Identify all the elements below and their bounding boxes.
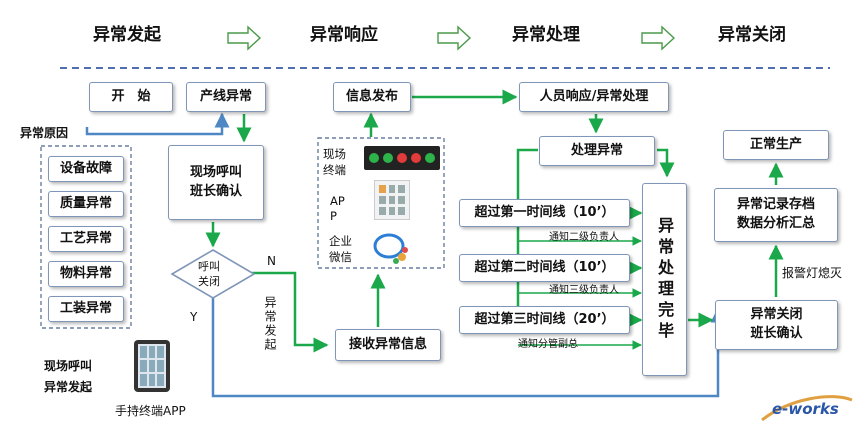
channels-group xyxy=(317,137,445,269)
branch-n-label: N xyxy=(267,254,276,268)
causes-group xyxy=(40,145,132,329)
onsite-call-raise-label: 现场呼叫 异常发起 xyxy=(44,359,93,394)
handheld-app-label: 手持终端APP xyxy=(115,404,186,418)
wecom-icon xyxy=(373,233,408,264)
notify-vp-label: 通知分管副总 xyxy=(518,339,578,350)
exception-raised-label: 异常发起 xyxy=(263,296,277,352)
cause-tooling-exception: 工装异常 xyxy=(48,296,124,322)
watermark-swoosh xyxy=(761,395,853,422)
phase-initiate: 异常发起 xyxy=(93,25,161,45)
phase-arrow-1 xyxy=(227,25,262,51)
notify-level2-label: 通知二级负责人 xyxy=(549,232,619,243)
phase-arrow-3 xyxy=(641,25,676,51)
staff-response-box: 人员响应/异常处理 xyxy=(519,82,669,112)
close-confirm-box: 异常关闭 班长确认 xyxy=(715,300,838,350)
handling-done-box: 异常处理完毕 xyxy=(642,183,687,376)
terminal-screen-icon xyxy=(364,146,440,170)
watermark-text: e-works xyxy=(772,400,839,418)
phase-respond: 异常响应 xyxy=(310,25,378,45)
cause-material-exception: 物料异常 xyxy=(48,261,124,287)
onsite-call-box: 现场呼叫 班长确认 xyxy=(168,145,264,220)
record-archive-box: 异常记录存档 数据分析汇总 xyxy=(714,188,838,242)
branch-y-label: Y xyxy=(190,310,198,324)
line-exception-box: 产线异常 xyxy=(186,82,266,112)
over-line-2-box: 超过第二时间线（10’） xyxy=(459,254,630,282)
app-screen-icon xyxy=(374,180,410,220)
over-line-3-box: 超过第三时间线（20’） xyxy=(459,306,630,334)
info-publish-box: 信息发布 xyxy=(333,82,411,112)
notify-level3-label: 通知三级负责人 xyxy=(549,285,619,296)
causes-title: 异常原因 xyxy=(20,126,69,140)
alarm-off-label: 报警灯熄灭 xyxy=(782,266,843,280)
phase-arrow-2 xyxy=(437,25,472,51)
over-line-1-box: 超过第一时间线（10’） xyxy=(459,199,630,227)
cause-equipment-fault: 设备故障 xyxy=(48,156,124,182)
call-close-diamond xyxy=(170,249,256,299)
start-box: 开 始 xyxy=(89,82,173,112)
handheld-device-icon xyxy=(134,340,170,392)
call-close-label: 呼叫 关闭 xyxy=(198,260,220,288)
phase-close: 异常关闭 xyxy=(718,25,786,45)
cause-quality-exception: 质量异常 xyxy=(48,191,124,217)
cause-process-exception: 工艺异常 xyxy=(48,226,124,252)
channel-onsite-terminal: 现场 终端 xyxy=(323,147,346,178)
handle-exception-box: 处理异常 xyxy=(539,136,655,166)
channel-wecom: 企业 微信 xyxy=(329,234,352,265)
receive-info-box: 接收异常信息 xyxy=(335,329,441,361)
normal-production-box: 正常生产 xyxy=(723,130,829,160)
channel-app: AP P xyxy=(330,194,345,223)
phase-handle: 异常处理 xyxy=(512,25,580,45)
